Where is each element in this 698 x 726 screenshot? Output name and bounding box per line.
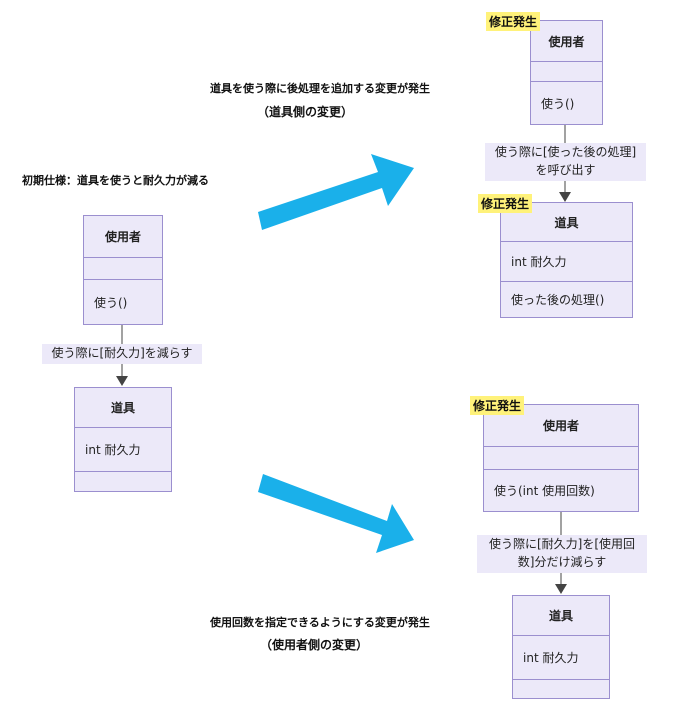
bottom-user-change-badge: 修正発生 [470, 396, 525, 415]
bottom-relation-label: 使う際に[耐久力]を[使用回 数]分だけ減らす [477, 535, 647, 573]
bottom-relation-arrowhead [555, 584, 567, 594]
top-change-caption: 道具を使う際に後処理を追加する変更が発生 [210, 82, 430, 95]
left-user-class-attrs [84, 257, 162, 279]
top-user-change-badge: 修正発生 [486, 12, 541, 31]
initial-spec-caption: 初期仕様：道具を使うと耐久力が減る [22, 174, 209, 187]
top-tool-class-attrs: int 耐久力 [501, 241, 632, 281]
left-tool-class-methods [75, 471, 171, 491]
top-tool-class-methods: 使った後の処理() [501, 281, 632, 317]
top-relation-label: 使う際に[使った後の処理] を呼び出す [485, 143, 646, 181]
bottom-relation-label-line2: 数]分だけ減らす [517, 555, 607, 569]
big-arrow-down-right [258, 474, 414, 553]
left-tool-class: 道具 int 耐久力 [74, 387, 172, 492]
bottom-tool-class-methods [513, 679, 609, 698]
top-relation-label-line2: を呼び出す [535, 163, 596, 177]
top-change-subcaption: （道具側の変更） [257, 105, 354, 119]
big-arrow-up-right [258, 154, 414, 230]
bottom-user-class-title: 使用者 [542, 419, 579, 433]
bottom-user-class-attrs [484, 446, 638, 469]
bottom-change-subcaption: （使用者側の変更） [260, 638, 369, 652]
left-user-class-methods: 使う() [84, 279, 162, 324]
left-tool-class-attrs: int 耐久力 [75, 427, 171, 471]
top-tool-class-title: 道具 [554, 215, 579, 230]
top-tool-change-badge: 修正発生 [478, 194, 533, 213]
left-relation-arrowhead [116, 376, 128, 386]
top-tool-class: 道具 int 耐久力 使った後の処理() [500, 202, 633, 318]
bottom-user-class: 使用者 使う(int 使用回数) [483, 404, 639, 512]
top-user-class-methods: 使う() [531, 81, 602, 124]
bottom-tool-class-attrs: int 耐久力 [513, 635, 609, 679]
bottom-relation-label-line1: 使う際に[耐久力]を[使用回 [488, 537, 636, 551]
bottom-tool-class-title: 道具 [548, 609, 573, 623]
top-relation-label-line1: 使う際に[使った後の処理] [494, 145, 637, 159]
left-user-class-title: 使用者 [104, 230, 141, 244]
left-user-class: 使用者 使う() [83, 215, 163, 325]
left-relation-label: 使う際に[耐久力]を減らす [42, 344, 202, 364]
top-relation-arrowhead [559, 192, 571, 202]
top-user-class: 使用者 使う() [530, 20, 603, 125]
bottom-tool-class: 道具 int 耐久力 [512, 595, 610, 699]
left-tool-class-title: 道具 [110, 401, 135, 415]
top-user-class-attrs [531, 61, 602, 81]
bottom-user-class-methods: 使う(int 使用回数) [484, 469, 638, 511]
top-user-class-title: 使用者 [548, 34, 585, 49]
bottom-change-caption: 使用回数を指定できるようにする変更が発生 [210, 616, 430, 629]
